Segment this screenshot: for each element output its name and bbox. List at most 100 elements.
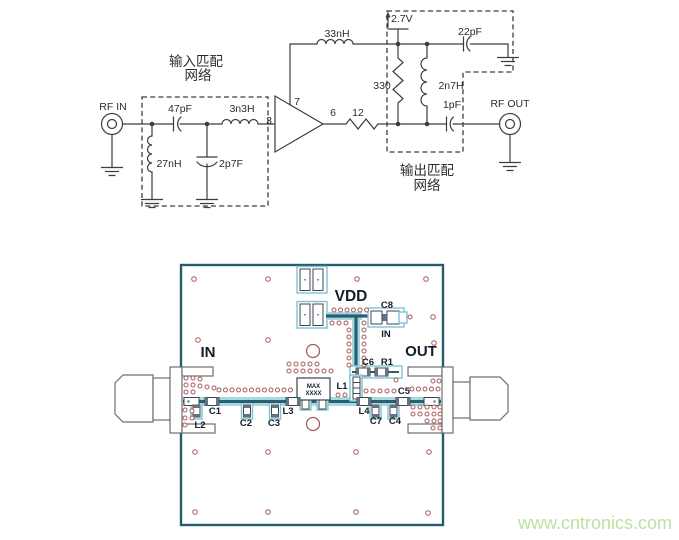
via bbox=[393, 377, 399, 383]
supply-voltage-label: 2.7V bbox=[391, 13, 413, 25]
ref-c3: C3 bbox=[268, 418, 280, 429]
via bbox=[361, 362, 367, 368]
via bbox=[431, 340, 437, 346]
via bbox=[338, 307, 343, 313]
via bbox=[424, 404, 430, 410]
via bbox=[314, 368, 320, 374]
via bbox=[431, 404, 437, 410]
via bbox=[182, 407, 188, 413]
ref-c4: C4 bbox=[389, 416, 402, 427]
ic-marking-1: MAX bbox=[307, 384, 320, 390]
ref-l1: L1 bbox=[336, 381, 348, 392]
ref-c8: C8 bbox=[381, 300, 393, 311]
ind-33nH-icon bbox=[316, 38, 354, 45]
shunt-components bbox=[192, 404, 398, 418]
via bbox=[370, 388, 376, 394]
via bbox=[391, 388, 397, 394]
via bbox=[183, 389, 189, 395]
series-components bbox=[183, 397, 440, 406]
ref-r1: R1 bbox=[381, 357, 394, 368]
pcb-layout: MAX XXXX IN bbox=[114, 263, 509, 527]
via bbox=[293, 368, 299, 374]
via bbox=[300, 361, 306, 367]
ref-l2: L2 bbox=[194, 420, 205, 431]
via bbox=[353, 509, 359, 515]
ind-33nH-value: 33nH bbox=[324, 28, 349, 40]
via bbox=[431, 411, 437, 417]
via bbox=[265, 276, 271, 282]
ind-3n3H-value: 3n3H bbox=[229, 103, 254, 115]
via bbox=[342, 392, 348, 398]
via bbox=[417, 404, 423, 410]
ref-c1: C1 bbox=[209, 406, 222, 417]
via bbox=[435, 386, 441, 392]
via bbox=[229, 387, 235, 393]
via bbox=[197, 376, 203, 382]
pcb-out-label: OUT bbox=[405, 343, 437, 360]
via bbox=[211, 385, 217, 391]
rf-in-connector-icon bbox=[100, 112, 124, 177]
output-matching-box bbox=[386, 10, 514, 153]
via bbox=[343, 320, 349, 326]
via bbox=[265, 509, 271, 515]
schematic: RF IN 输入匹配 网络 47pF 3n3H 27nH 2p7F 3 7 6 … bbox=[99, 10, 530, 209]
via bbox=[286, 361, 292, 367]
ic-footprint: MAX XXXX bbox=[296, 377, 331, 411]
via bbox=[265, 449, 271, 455]
via bbox=[293, 361, 299, 367]
via bbox=[431, 418, 437, 424]
cap-1pF-value: 1pF bbox=[443, 99, 461, 111]
rf-in-label: RF IN bbox=[99, 101, 126, 113]
via bbox=[346, 327, 352, 333]
cap-c8-footprint bbox=[367, 307, 408, 328]
via bbox=[353, 449, 359, 455]
cap-22pF-value: 22pF bbox=[458, 26, 482, 38]
ref-l4: L4 bbox=[358, 406, 370, 417]
pcb-vdd-label: VDD bbox=[335, 288, 368, 305]
via bbox=[189, 408, 195, 414]
via bbox=[423, 276, 429, 282]
via bbox=[437, 425, 443, 431]
via bbox=[183, 375, 189, 381]
rf-out-connector-icon bbox=[498, 112, 522, 172]
input-matching-box bbox=[141, 96, 269, 207]
via bbox=[409, 386, 415, 392]
via bbox=[364, 307, 369, 313]
via bbox=[361, 334, 367, 340]
output-network-label-2: 网络 bbox=[414, 178, 441, 193]
via bbox=[424, 411, 430, 417]
res-330-value: 330 bbox=[373, 80, 391, 92]
cap-47pF-icon bbox=[172, 116, 223, 132]
ind-2n7H-value: 2n7H bbox=[438, 80, 463, 92]
cap-1pF-icon bbox=[449, 116, 455, 132]
ref-c5: C5 bbox=[398, 386, 411, 397]
via bbox=[223, 387, 228, 393]
ref-c2: C2 bbox=[240, 418, 252, 429]
via bbox=[189, 415, 195, 421]
via bbox=[192, 449, 198, 455]
via bbox=[430, 425, 436, 431]
ref-l3: L3 bbox=[282, 406, 293, 417]
ref-c6: C6 bbox=[362, 357, 374, 368]
res-330-icon bbox=[392, 43, 404, 125]
via bbox=[329, 320, 335, 326]
via bbox=[190, 382, 196, 388]
pcb-in-label: IN bbox=[201, 344, 216, 361]
ind-3n3H-icon bbox=[221, 118, 259, 125]
output-network-label-1: 输出匹配 bbox=[400, 163, 454, 178]
ground-icon bbox=[496, 56, 520, 67]
via bbox=[191, 276, 197, 282]
via bbox=[346, 348, 352, 354]
input-network-label-2: 网络 bbox=[185, 68, 212, 83]
via bbox=[436, 378, 442, 384]
via bbox=[346, 355, 352, 361]
pcb-c8-in-label: IN bbox=[381, 329, 391, 340]
via bbox=[407, 314, 413, 320]
via bbox=[197, 383, 203, 389]
via bbox=[236, 387, 241, 393]
via bbox=[351, 307, 356, 313]
via bbox=[204, 384, 210, 390]
via bbox=[307, 368, 313, 374]
via bbox=[331, 307, 337, 313]
